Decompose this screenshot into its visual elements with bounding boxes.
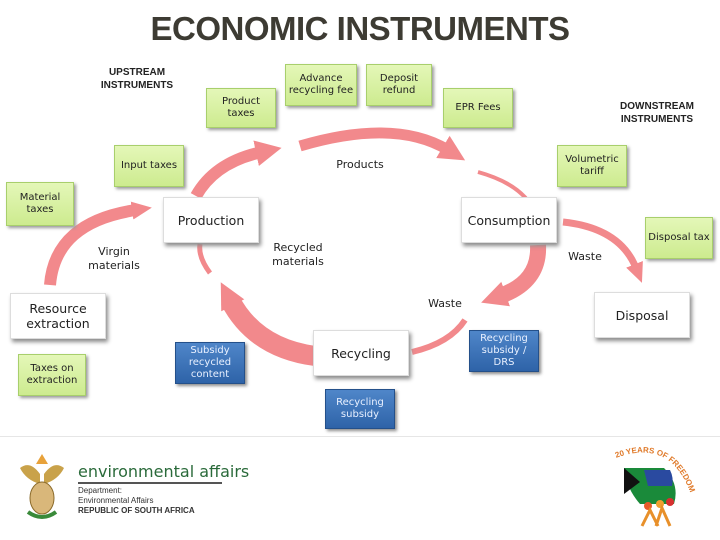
- label-waste-recycling: Waste: [428, 297, 462, 310]
- dept-name: environmental affairs: [78, 462, 250, 481]
- label-products: Products: [336, 158, 384, 171]
- stage-consumption: Consumption: [461, 197, 557, 243]
- label-waste-disposal: Waste: [568, 250, 602, 263]
- dept-line3: REPUBLIC OF SOUTH AFRICA: [78, 506, 195, 515]
- label-recycled-materials: Recycled materials: [272, 241, 324, 269]
- flow-arrows: [44, 127, 643, 366]
- tax-disposal-tax: Disposal tax: [645, 217, 713, 259]
- label-virgin-materials: Virgin materials: [88, 245, 140, 273]
- arrow-products: [298, 127, 466, 161]
- dept-underline: [78, 482, 222, 484]
- subsidy-recycled-content: Subsidy recycled content: [175, 342, 245, 384]
- subsidy-recycling-drs: Recycling subsidy / DRS: [469, 330, 539, 372]
- subsidy-recycling: Recycling subsidy: [325, 389, 395, 429]
- stage-resource-extraction: Resource extraction: [10, 293, 106, 339]
- arrow-consumption-to-waste: [481, 244, 547, 307]
- tax-volumetric-tariff: Volumetric tariff: [557, 145, 627, 187]
- arrow-production-up: [190, 140, 282, 200]
- tax-product-taxes: Product taxes: [206, 88, 276, 128]
- stage-recycling: Recycling: [313, 330, 409, 376]
- dept-line2: Environmental Affairs: [78, 496, 154, 505]
- stage-disposal: Disposal: [594, 292, 690, 338]
- arrow-recycling-to-production: [220, 282, 317, 366]
- tax-taxes-on-extraction: Taxes on extraction: [18, 354, 86, 396]
- arrow-consumption-to-disposal: [562, 218, 643, 283]
- footer-divider: [0, 436, 720, 437]
- stage-production: Production: [163, 197, 259, 243]
- twenty-years-freedom-logo: 20 YEARS OF FREEDOM: [614, 446, 697, 527]
- tax-epr-fees: EPR Fees: [443, 88, 513, 128]
- tax-deposit-refund: Deposit refund: [366, 64, 432, 106]
- arrow-waste-to-recycling: [411, 318, 468, 355]
- coat-of-arms-logo: [20, 454, 64, 519]
- page-title: ECONOMIC INSTRUMENTS: [150, 10, 571, 47]
- tax-material-taxes: Material taxes: [6, 182, 74, 226]
- tax-advance-recycling-fee: Advance recycling fee: [285, 64, 357, 106]
- arrow-production-tail: [197, 243, 213, 275]
- tax-input-taxes: Input taxes: [114, 145, 184, 187]
- arrow-extraction-to-production: [44, 201, 152, 286]
- dept-line1: Department:: [78, 486, 123, 495]
- downstream-header: DOWNSTREAM INSTRUMENTS: [620, 101, 694, 125]
- upstream-header: UPSTREAM INSTRUMENTS: [100, 67, 174, 91]
